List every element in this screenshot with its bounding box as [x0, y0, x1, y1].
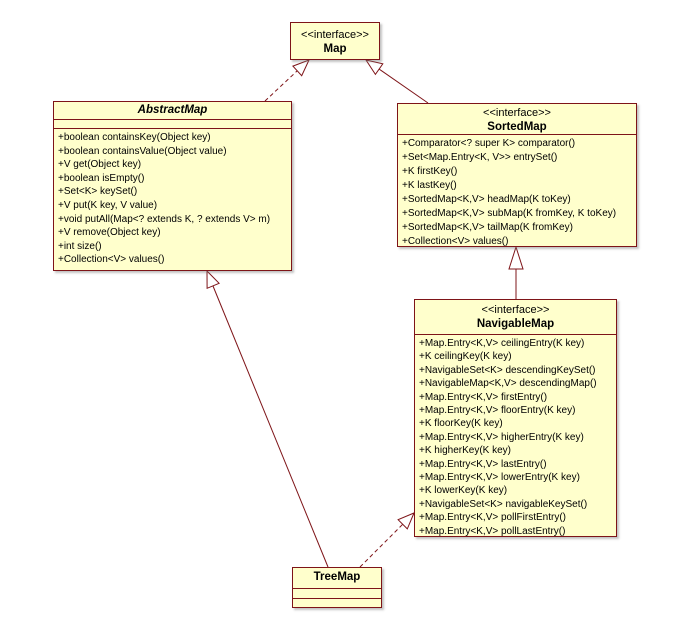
sortedmap-title-compartment: <<interface>> SortedMap [398, 104, 636, 134]
connector-line [378, 68, 429, 104]
method-signature: +Map.Entry<K,V> ceilingEntry(K key) [419, 338, 585, 349]
method-signature: +Comparator<? super K> comparator() [402, 138, 576, 149]
navigablemap-class-name: NavigableMap [476, 318, 555, 330]
generalization-sortedmap-to-map [364, 59, 429, 104]
realization-treemap-to-navigablemap [359, 512, 415, 568]
method-signature: +boolean containsValue(Object value) [58, 145, 227, 157]
method-signature: +boolean containsKey(Object key) [58, 132, 211, 143]
class-box-map[interactable]: <<interface>> Map [290, 22, 380, 60]
class-box-sortedmap[interactable]: <<interface>> SortedMap +Comparator<? su… [397, 103, 637, 247]
method-signature: +void putAll(Map<? extends K, ? extends … [58, 213, 271, 225]
abstractmap-attributes-compartment [54, 119, 291, 128]
connector-line [359, 523, 404, 568]
method-signature: +K lowerKey(K key) [419, 485, 508, 497]
method-signature: +Map.Entry<K,V> firstEntry() [419, 391, 548, 403]
abstractmap-methods-compartment: +boolean containsKey(Object key) +boolean… [54, 128, 291, 270]
hollow-triangle-arrowhead [397, 512, 415, 530]
method-signature: +Set<K> keySet() [58, 186, 138, 198]
sortedmap-methods-compartment: +Comparator<? super K> comparator() +Set<… [398, 134, 636, 246]
sortedmap-class-name: SortedMap [487, 121, 547, 133]
navigablemap-title-compartment: <<interface>> NavigableMap [415, 300, 616, 334]
method-signature: +NavigableMap<K,V> descendingMap() [419, 378, 597, 390]
treemap-title-compartment: TreeMap [293, 568, 381, 588]
method-signature: +K firstKey() [402, 166, 458, 177]
abstractmap-title-compartment: AbstractMap [54, 102, 291, 119]
method-signature: +Map.Entry<K,V> lowerEntry(K key) [419, 472, 580, 484]
treemap-class-name: TreeMap [313, 571, 361, 583]
method-signature: +SortedMap<K,V> tailMap(K fromKey) [402, 222, 573, 233]
class-box-abstractmap[interactable]: AbstractMap +boolean containsKey(Object … [53, 101, 292, 271]
hollow-triangle-arrowhead [364, 59, 384, 76]
method-signature: +NavigableSet<K> navigableKeySet() [419, 498, 588, 510]
method-signature: +K lastKey() [402, 180, 457, 191]
map-stereotype: <<interface>> [301, 28, 369, 41]
realization-abstractmap-to-map [264, 59, 310, 102]
method-signature: +boolean isEmpty() [58, 172, 145, 184]
method-signature: +NavigableSet<K> descendingKeySet() [419, 364, 596, 376]
class-box-navigablemap[interactable]: <<interface>> NavigableMap +Map.Entry<K,… [414, 299, 617, 537]
abstractmap-class-name: AbstractMap [137, 104, 208, 116]
connector-line [212, 285, 329, 568]
connector-line [264, 70, 298, 102]
method-signature: +Collection<V> values() [402, 236, 509, 246]
method-signature: +V get(Object key) [58, 159, 142, 171]
class-box-treemap[interactable]: TreeMap [292, 567, 382, 608]
hollow-triangle-arrowhead [206, 269, 220, 290]
sortedmap-stereotype: <<interface>> [483, 107, 551, 119]
method-signature: +SortedMap<K,V> headMap(K toKey) [402, 194, 571, 205]
method-signature: +K floorKey(K key) [419, 418, 503, 430]
navigablemap-methods-compartment: +Map.Entry<K,V> ceilingEntry(K key) +K ce… [415, 334, 616, 536]
treemap-methods-compartment [293, 598, 381, 607]
generalization-treemap-to-abstractmap [206, 269, 329, 568]
method-signature: +K higherKey(K key) [419, 445, 511, 457]
method-signature: +Map.Entry<K,V> lastEntry() [419, 458, 547, 470]
map-title-compartment: <<interface>> Map [291, 26, 379, 57]
generalization-navigablemap-to-sortedmap [508, 245, 524, 299]
map-class-name: Map [323, 42, 347, 55]
method-signature: +Map.Entry<K,V> floorEntry(K key) [419, 405, 576, 417]
hollow-triangle-arrowhead [508, 245, 524, 270]
method-signature: +K ceilingKey(K key) [419, 351, 512, 363]
method-signature: +int size() [58, 240, 102, 252]
method-signature: +V put(K key, V value) [58, 199, 158, 211]
method-signature: +Map.Entry<K,V> pollFirstEntry() [419, 512, 566, 524]
method-signature: +Collection<V> values() [58, 254, 165, 266]
treemap-attributes-compartment [293, 588, 381, 598]
method-signature: +SortedMap<K,V> subMap(K fromKey, K toKe… [402, 208, 617, 219]
hollow-triangle-arrowhead [292, 59, 310, 77]
navigablemap-stereotype: <<interface>> [481, 304, 550, 316]
method-signature: +Set<Map.Entry<K, V>> entrySet() [402, 152, 558, 163]
method-signature: +Map.Entry<K,V> higherEntry(K key) [419, 431, 584, 443]
method-signature: +Map.Entry<K,V> pollLastEntry() [419, 525, 566, 536]
method-signature: +V remove(Object key) [58, 227, 161, 239]
